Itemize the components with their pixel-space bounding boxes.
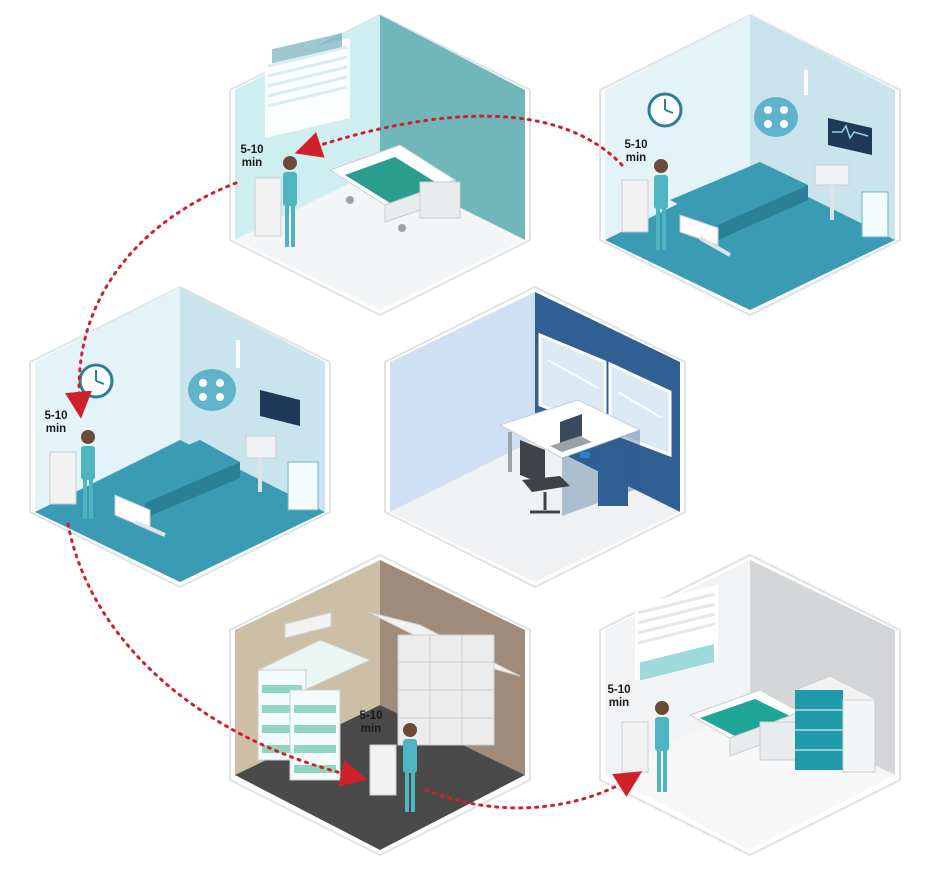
nurse-figure xyxy=(49,430,95,519)
workflow-path xyxy=(65,114,643,810)
path-segment-3 xyxy=(66,522,368,787)
drawer-cabinet xyxy=(793,675,880,773)
operating-table xyxy=(670,162,808,257)
cabinet-drawers xyxy=(367,611,521,746)
shelving-units xyxy=(256,639,372,781)
room-time-unit: min xyxy=(609,697,629,709)
clock-icon xyxy=(647,92,683,128)
patient-room-b: 5-10 min xyxy=(599,553,901,857)
room-time-label: 5-10 xyxy=(359,710,382,722)
office xyxy=(384,285,686,589)
clock-icon xyxy=(78,363,114,399)
room-time-unit: min xyxy=(46,423,66,435)
monitor-icon xyxy=(828,118,872,155)
nurse-figure xyxy=(621,159,668,250)
path-segment-4 xyxy=(424,771,643,810)
hospital-bed xyxy=(328,144,461,232)
path-segment-1 xyxy=(294,114,624,167)
laptop-icon xyxy=(550,414,592,452)
room-time-label: 5-10 xyxy=(240,144,263,156)
nurse-figure xyxy=(369,723,417,812)
office-chair xyxy=(520,440,570,514)
nurse-figure xyxy=(254,156,297,247)
operating-table xyxy=(105,440,240,537)
room-time-unit: min xyxy=(626,152,646,164)
supply-room: 5-10 min xyxy=(229,553,531,857)
room-time-unit: min xyxy=(242,157,262,169)
room-time-unit: min xyxy=(361,723,381,735)
patient-room-a: 5-10 min xyxy=(229,13,531,317)
surgical-lamp-icon xyxy=(754,70,808,137)
surgical-lamp-icon xyxy=(188,340,240,411)
monitor-icon xyxy=(260,390,300,426)
room-time-label: 5-10 xyxy=(44,410,67,422)
path-segment-2 xyxy=(65,181,238,419)
operating-room-a: 5-10 min xyxy=(599,13,901,317)
room-time-label: 5-10 xyxy=(607,684,630,696)
hospital-bed xyxy=(688,689,802,761)
operating-room-b: 5-10 min xyxy=(29,285,331,589)
room-time-label: 5-10 xyxy=(624,139,647,151)
